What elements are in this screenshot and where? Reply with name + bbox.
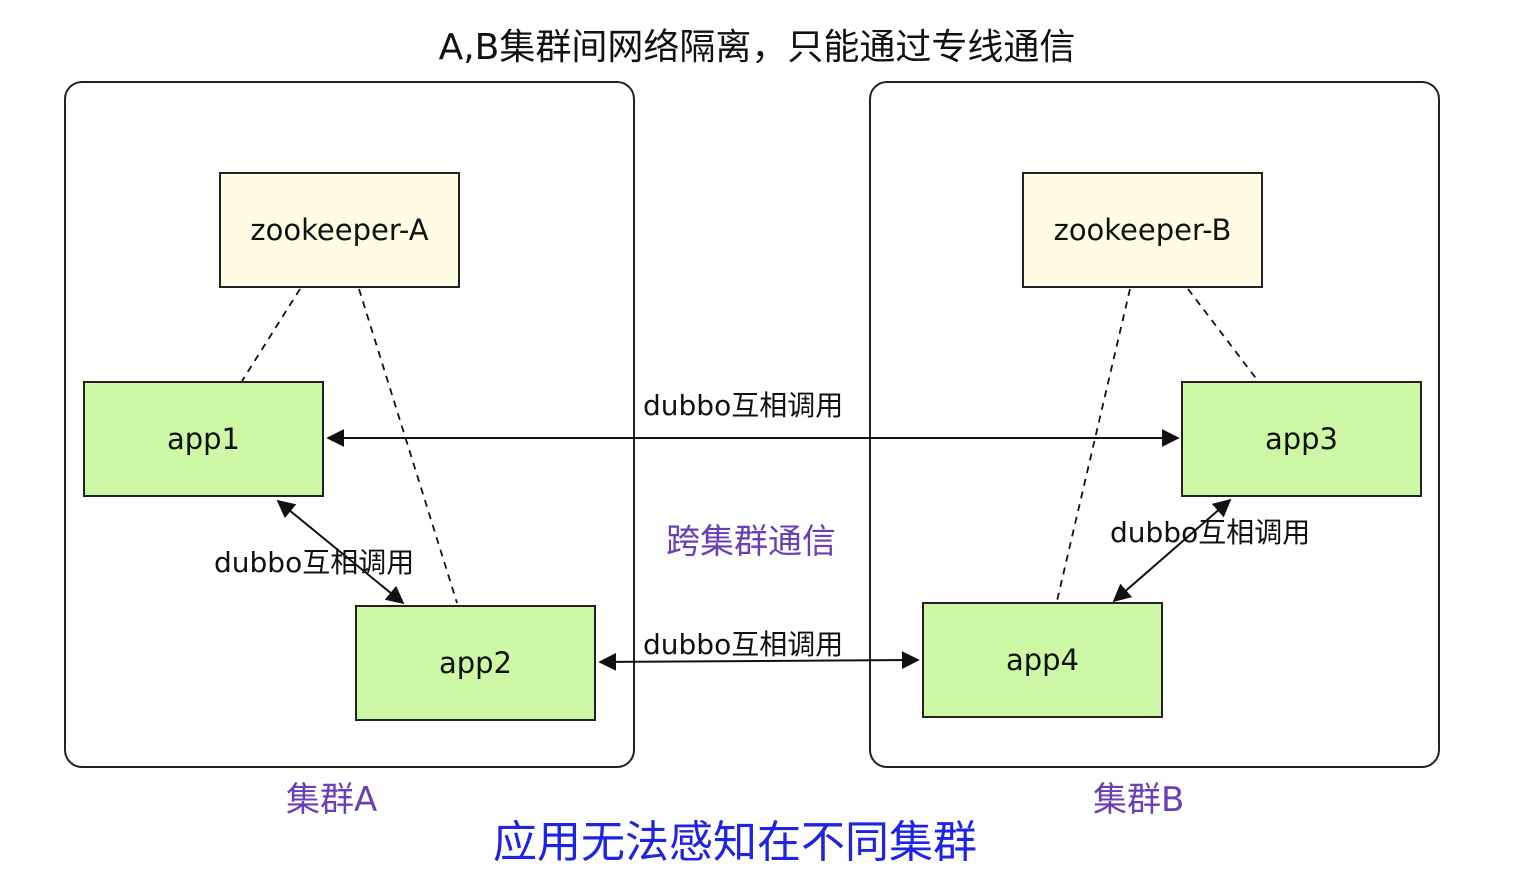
app2-node: app2 (355, 605, 596, 721)
cross-cluster-label: 跨集群通信 (666, 522, 836, 562)
app2-app4-arrow (598, 651, 920, 671)
zk-b-app4-link (1056, 288, 1131, 602)
footer-caption: 应用无法感知在不同集群 (493, 817, 977, 868)
app1-app2-arrow (276, 499, 405, 605)
zk-b-app3-link (1187, 288, 1259, 382)
app3-node: app3 (1181, 381, 1422, 497)
edge-label-app1-app2: dubbo互相调用 (214, 546, 415, 579)
zk-a-app1-link (241, 288, 301, 382)
app3-app4-arrow (1112, 498, 1232, 603)
zookeeper-b-node: zookeeper-B (1022, 172, 1263, 288)
app4-node: app4 (922, 602, 1163, 718)
zk-a-app2-link (358, 288, 458, 604)
edge-label-app2-app4: dubbo互相调用 (643, 628, 844, 661)
app1-node: app1 (83, 381, 324, 497)
edge-label-app1-app3: dubbo互相调用 (643, 389, 844, 422)
edge-label-app3-app4: dubbo互相调用 (1110, 516, 1311, 549)
cluster-b-label: 集群B (1093, 780, 1185, 820)
zookeeper-a-node: zookeeper-A (219, 172, 460, 288)
cluster-a-label: 集群A (286, 780, 378, 820)
diagram-title: A,B集群间网络隔离，只能通过专线通信 (438, 27, 1076, 68)
